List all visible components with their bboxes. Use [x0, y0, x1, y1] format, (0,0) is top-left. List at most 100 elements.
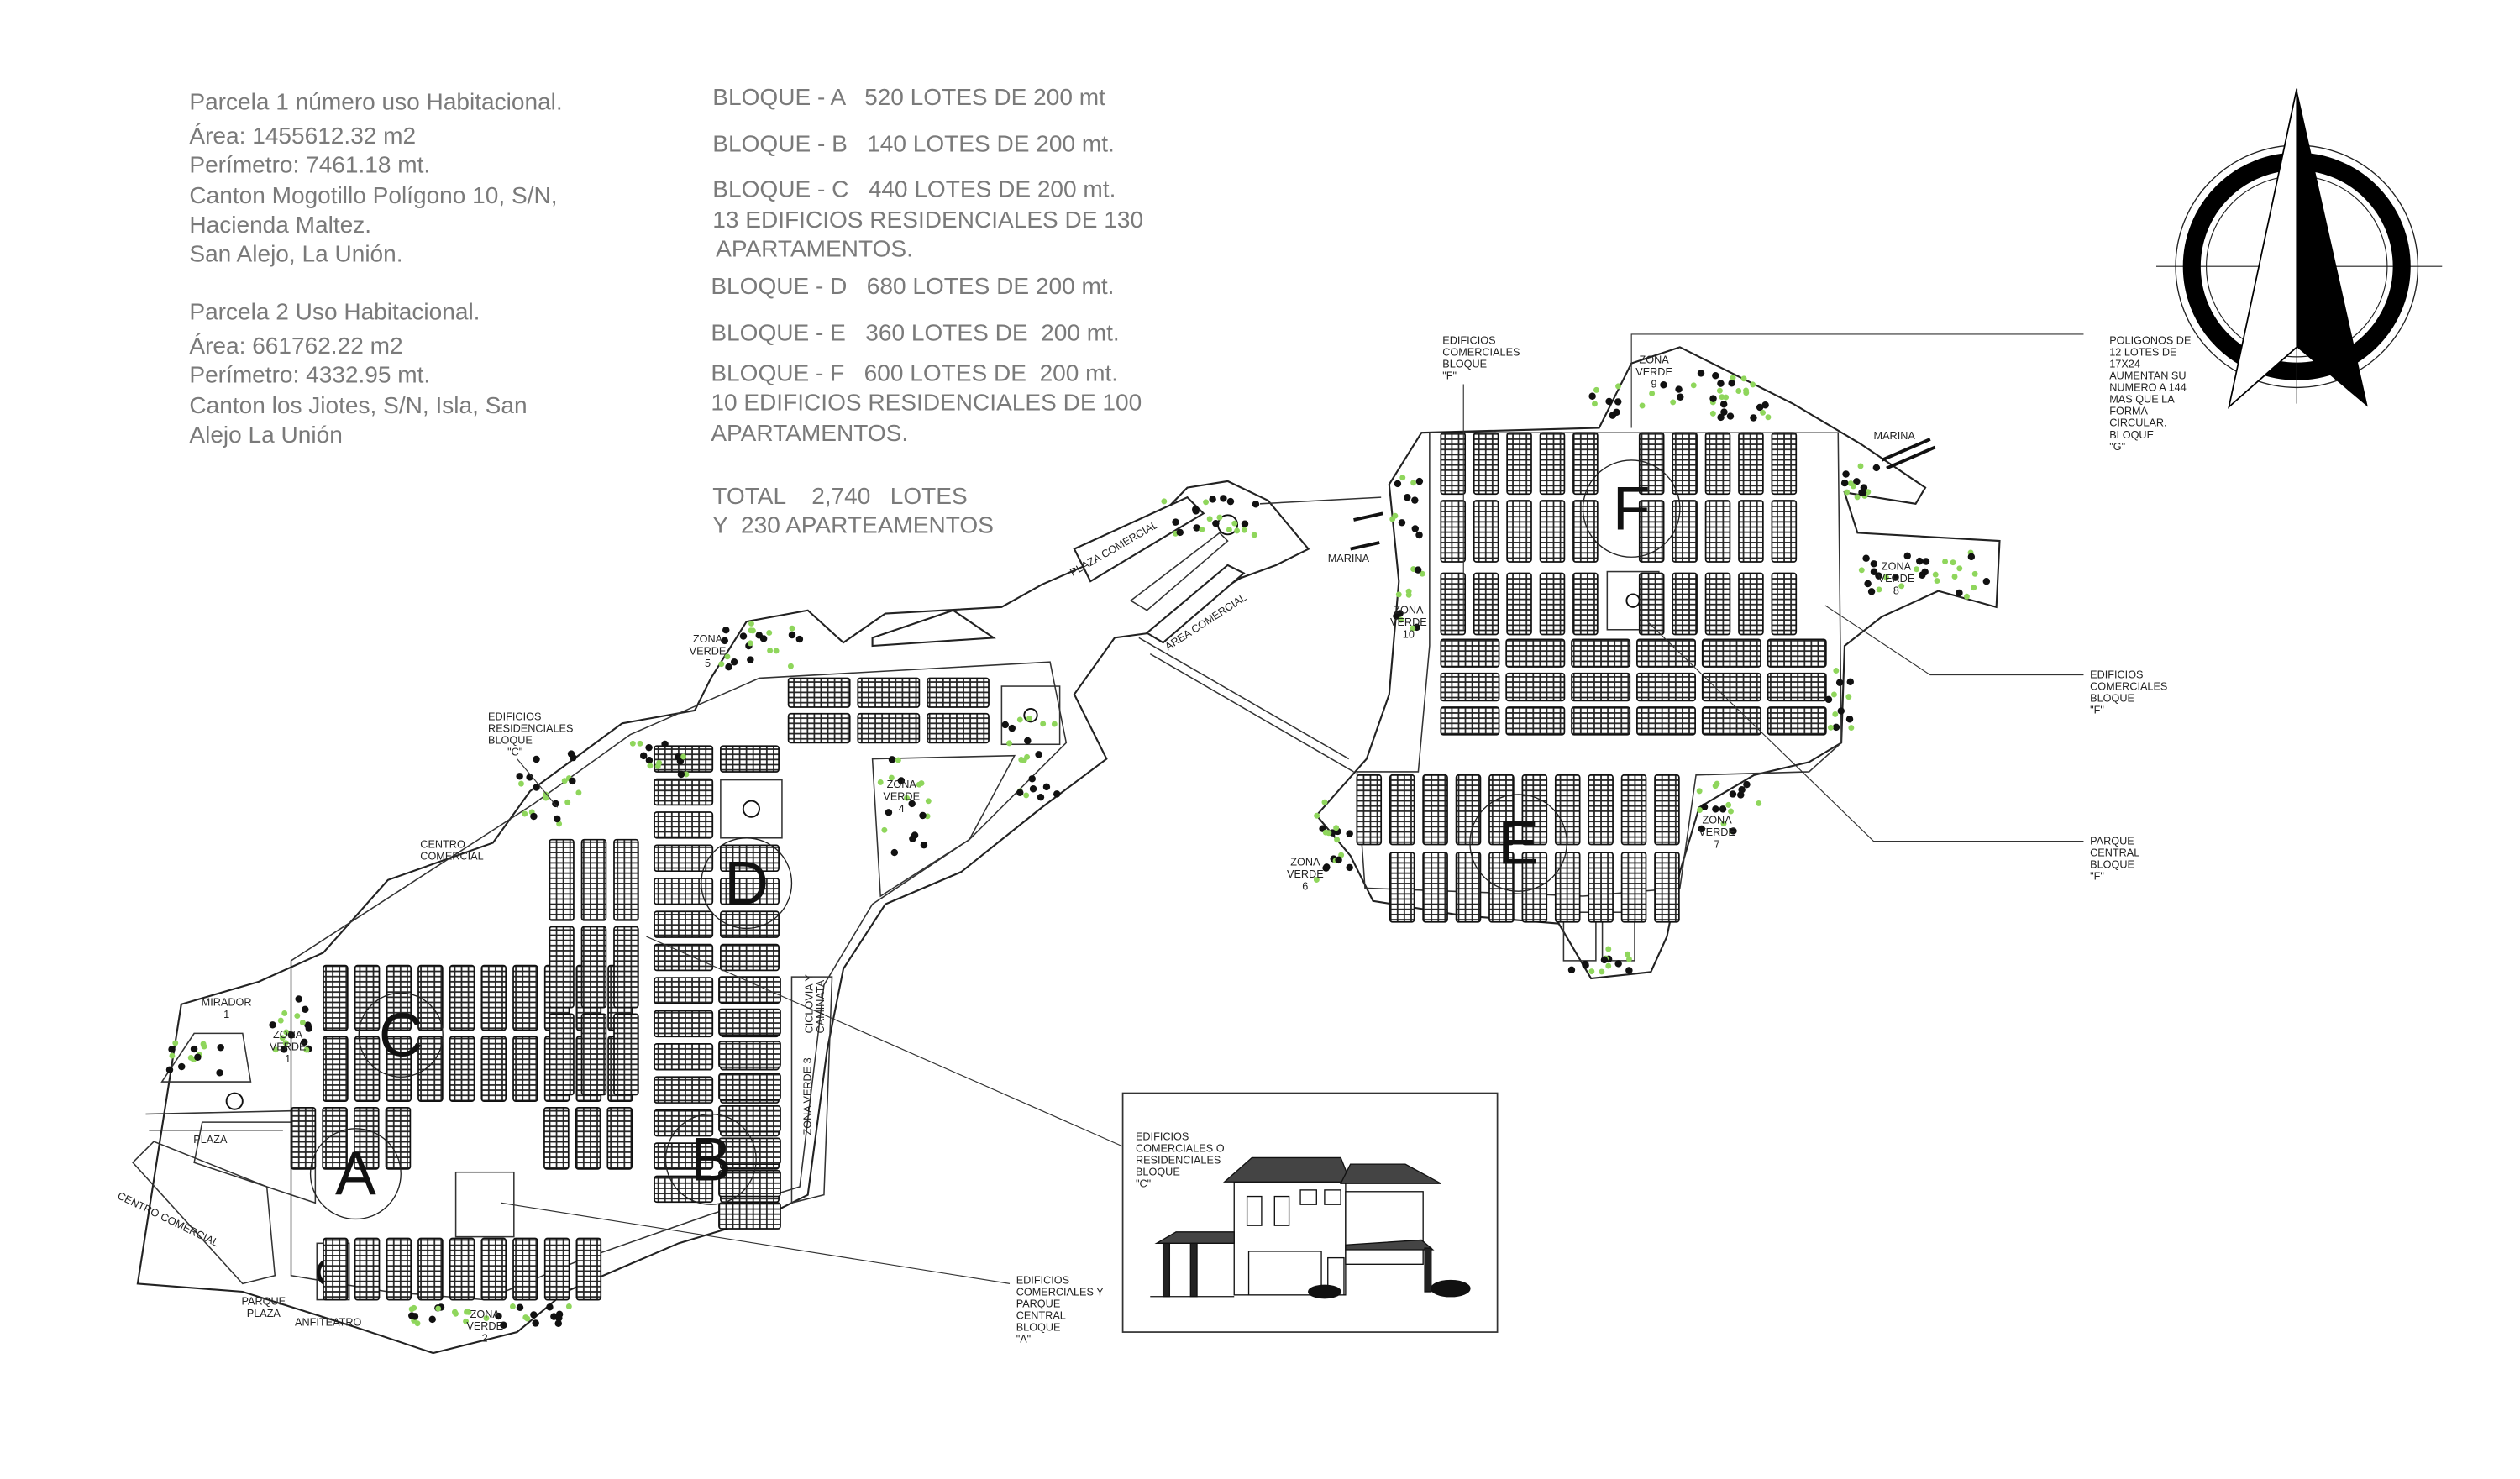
lot-block	[1356, 774, 1383, 846]
tree-icon	[1398, 519, 1406, 527]
lot-block	[1440, 638, 1500, 668]
tree-icon	[287, 1031, 296, 1039]
lot-block	[1638, 572, 1665, 636]
tree-icon	[554, 815, 561, 823]
tree-icon	[1346, 830, 1353, 837]
lot-block	[1505, 672, 1566, 702]
shrub-icon	[1950, 559, 1956, 566]
tree-icon	[1660, 381, 1667, 389]
shrub-icon	[1765, 414, 1772, 421]
tree-icon	[677, 770, 685, 779]
parcela-2-line: Canton los Jiotes, S/N, Isla, San	[189, 392, 527, 418]
shrub-icon	[1898, 583, 1905, 590]
lot-block	[1455, 852, 1482, 923]
shrub-icon	[565, 1303, 572, 1309]
shrub-icon	[1883, 574, 1889, 580]
tree-icon	[908, 800, 916, 808]
shrub-icon	[575, 789, 582, 796]
shrub-icon	[1313, 877, 1320, 883]
tree-icon	[1919, 571, 1926, 579]
shrub-icon	[294, 1013, 301, 1019]
lot-block	[1588, 774, 1614, 846]
tree-icon	[269, 1021, 276, 1029]
house-elevation-icon	[1150, 1156, 1471, 1299]
tree-icon	[546, 1303, 554, 1311]
shrub-icon	[1697, 807, 1703, 813]
bloque-c-extra: 13 EDIFICIOS RESIDENCIALES DE 130	[712, 207, 1143, 233]
label-marina-left: MARINA	[1328, 553, 1370, 564]
tree-icon	[1176, 528, 1184, 537]
bloque-b-summary: BLOQUE - B 140 LOTES DE 200 mt.	[712, 131, 1115, 157]
shrub-icon	[881, 826, 888, 833]
shrub-icon	[1827, 724, 1834, 731]
block-letter-a: A	[335, 1141, 376, 1209]
tree-icon	[1719, 400, 1728, 408]
tree-icon	[1346, 863, 1353, 872]
lot-block	[1422, 852, 1448, 923]
lot-block	[718, 1105, 781, 1133]
lot-block	[354, 1237, 381, 1301]
shrub-icon	[748, 621, 754, 627]
tree-icon	[1967, 553, 1976, 561]
lot-block	[1440, 432, 1467, 496]
shrub-icon	[1740, 375, 1747, 382]
lot-block	[1571, 638, 1631, 668]
tree-icon	[1335, 856, 1342, 864]
shrub-icon	[483, 1315, 490, 1322]
lot-block	[580, 838, 607, 921]
lot-block	[654, 1142, 714, 1170]
lot-block	[512, 964, 538, 1031]
tree-icon	[280, 1046, 288, 1053]
tree-icon	[645, 757, 654, 764]
tree-icon	[1001, 721, 1009, 729]
lot-block	[386, 964, 412, 1031]
lot-block	[543, 1237, 570, 1301]
lot-block	[1473, 432, 1499, 496]
parcela-2-line: Alejo La Unión	[189, 422, 342, 448]
lot-block	[1521, 852, 1548, 923]
zona-verde-4-area	[871, 754, 1016, 898]
tree-icon	[661, 740, 669, 748]
parcela-2-plan	[1313, 346, 2001, 980]
shrub-icon	[1410, 480, 1417, 486]
shrub-icon	[773, 648, 780, 654]
tree-icon	[911, 831, 919, 839]
block-markers: C A B D E F	[309, 459, 1681, 1220]
label-plaza: PLAZA	[193, 1134, 228, 1146]
lot-block	[580, 1013, 607, 1096]
shrub-icon	[561, 778, 568, 784]
lot-block	[1672, 572, 1698, 636]
lot-block	[654, 811, 714, 839]
tree-icon	[721, 637, 728, 645]
tree-icon	[888, 756, 896, 763]
shrub-icon	[1199, 527, 1205, 532]
tree-icon	[533, 755, 540, 763]
tree-icon	[300, 1038, 308, 1046]
shrub-icon	[299, 1020, 306, 1025]
shrub-icon	[1234, 527, 1241, 534]
shrub-icon	[1395, 591, 1402, 598]
lot-block	[1620, 852, 1647, 923]
parcela-1-info: Parcela 1 número uso Habitacional. Área:…	[189, 89, 562, 267]
tree-icon	[516, 773, 523, 780]
shrub-icon	[1040, 721, 1047, 727]
shrub-icon	[1051, 721, 1058, 727]
lot-block	[718, 1202, 781, 1230]
tree-icon	[1709, 395, 1717, 402]
lot-block	[1572, 432, 1599, 496]
tree-icon	[1824, 695, 1833, 704]
lot-block	[354, 1106, 380, 1170]
tree-icon	[411, 1313, 419, 1320]
lot-block	[720, 844, 780, 873]
lot-block	[417, 964, 444, 1031]
tree-icon	[1870, 560, 1878, 568]
lot-block	[1636, 638, 1696, 668]
bloque-f-summary: BLOQUE - F 600 LOTES DE 200 mt.	[711, 360, 1118, 386]
lot-block	[1571, 672, 1631, 702]
lot-block	[1455, 774, 1482, 846]
marina-dock	[1350, 511, 1383, 551]
lot-block	[1506, 500, 1532, 563]
parcela-2-line: Área: 661762.22 m2	[189, 333, 402, 359]
tree-icon	[1846, 678, 1855, 686]
